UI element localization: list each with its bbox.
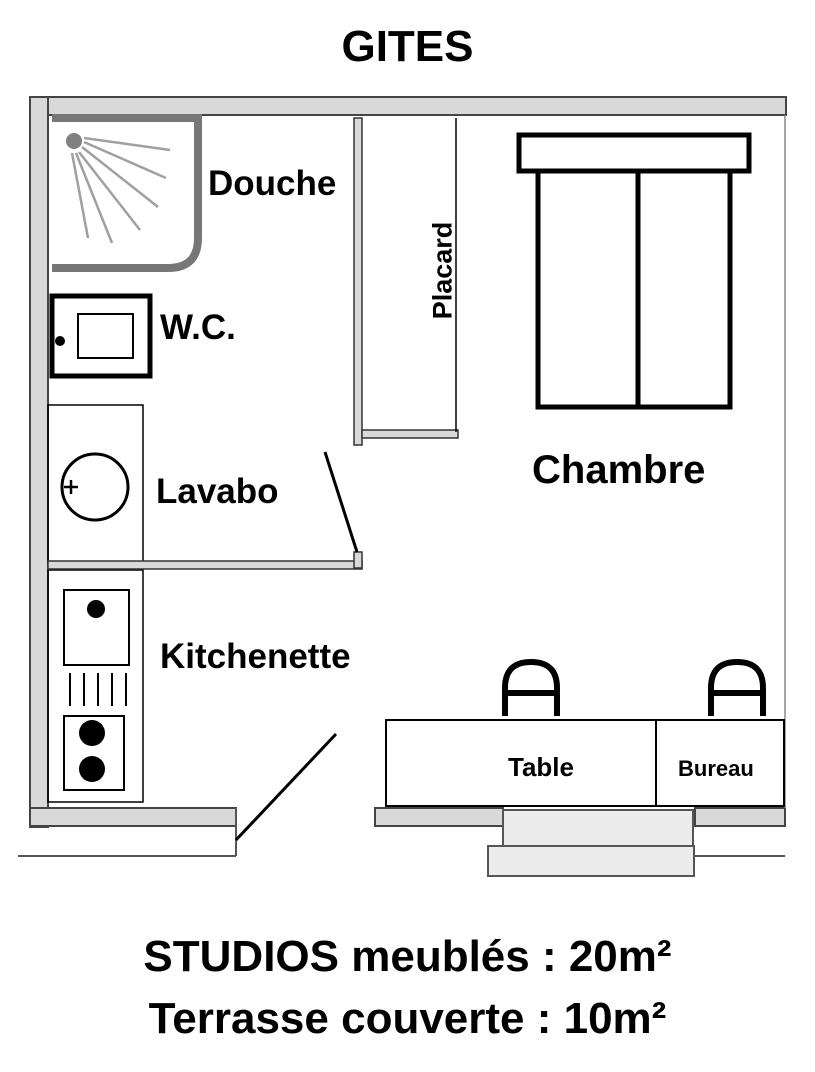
bed-headboard bbox=[516, 132, 752, 174]
label-placard: Placard bbox=[427, 221, 458, 320]
label-lavabo: Lavabo bbox=[156, 472, 279, 511]
partition-door-stub bbox=[353, 551, 363, 569]
partitions bbox=[47, 117, 459, 570]
bathroom-door-swing bbox=[323, 451, 359, 553]
partition-bathroom-kitchen bbox=[47, 560, 363, 570]
bed-mattress bbox=[535, 168, 733, 410]
bottom-left-wall bbox=[29, 807, 237, 827]
wc-flush bbox=[55, 336, 65, 346]
top-wall bbox=[29, 96, 787, 116]
fridge-dot bbox=[87, 600, 105, 618]
partition-vertical bbox=[353, 117, 363, 446]
bottom-wall-right bbox=[694, 807, 786, 827]
door-threshold bbox=[502, 809, 694, 847]
bureau-surface bbox=[655, 719, 785, 807]
page-title: GITES bbox=[341, 22, 474, 71]
terrace-door bbox=[487, 809, 695, 877]
label-chambre: Chambre bbox=[532, 448, 706, 492]
shower-head bbox=[66, 133, 82, 149]
shower-rays bbox=[70, 136, 171, 244]
wc-fixture bbox=[49, 293, 153, 379]
burner-2 bbox=[79, 756, 105, 782]
sink-basin bbox=[60, 452, 130, 522]
placard-bottom bbox=[361, 429, 459, 439]
label-wc: W.C. bbox=[160, 308, 236, 347]
table-desk bbox=[385, 719, 785, 807]
chair-2 bbox=[708, 658, 766, 716]
wc-bowl bbox=[77, 313, 134, 359]
kitchen-counter bbox=[47, 569, 144, 803]
bottom-wall-mid bbox=[374, 807, 504, 827]
label-bureau: Bureau bbox=[678, 756, 754, 781]
drainer bbox=[69, 673, 127, 706]
fridge bbox=[63, 589, 130, 666]
shower-tray bbox=[52, 114, 202, 272]
burner-1 bbox=[79, 720, 105, 746]
footer-terrasse: Terrasse couverte : 10m² bbox=[148, 994, 667, 1043]
wc-tank bbox=[49, 293, 153, 379]
label-table: Table bbox=[508, 752, 574, 782]
door-step bbox=[487, 845, 695, 877]
shower bbox=[52, 114, 202, 272]
lavabo-fixture bbox=[47, 404, 144, 564]
bed bbox=[516, 132, 752, 410]
left-wall bbox=[29, 96, 49, 828]
kitchenette-fixture bbox=[47, 569, 144, 803]
label-kitchenette: Kitchenette bbox=[160, 637, 351, 676]
entrance-door-swing bbox=[234, 732, 338, 842]
chair-1 bbox=[502, 658, 560, 716]
label-douche: Douche bbox=[208, 164, 337, 203]
footer-studios: STUDIOS meublés : 20m² bbox=[143, 932, 672, 981]
cooktop bbox=[63, 715, 125, 791]
